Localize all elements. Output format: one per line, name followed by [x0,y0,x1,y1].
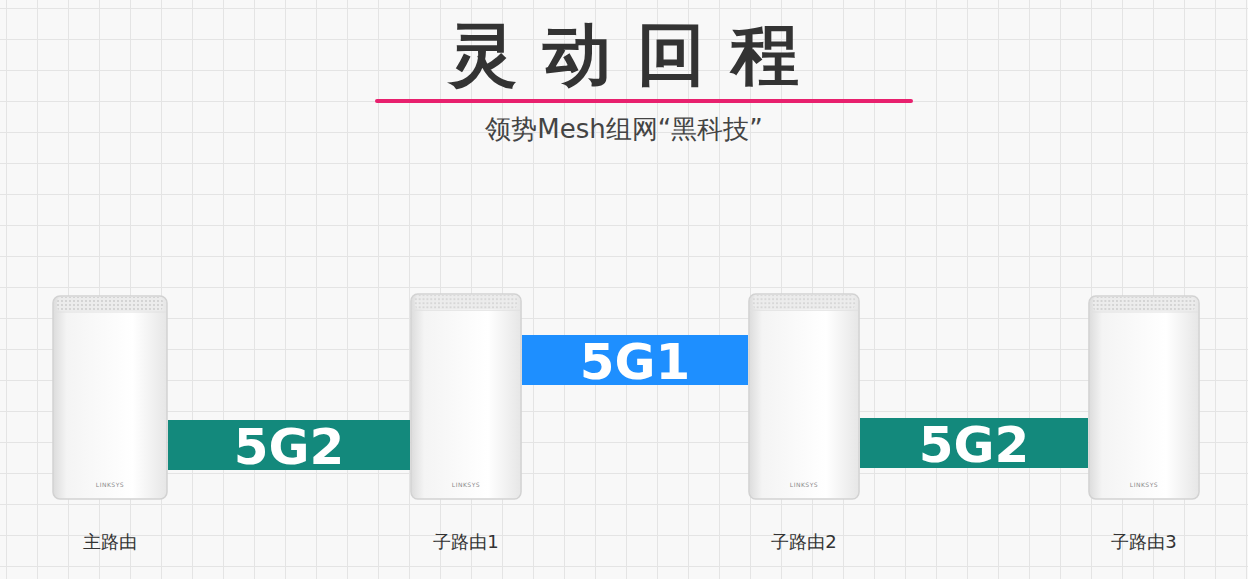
router-label: 主路由 [83,530,137,554]
router-illustration [1088,295,1200,500]
brand-logo: LINKSYS [410,481,522,488]
router-body: LINKSYS [410,293,522,500]
router-label: 子路由2 [771,530,836,554]
subtitle: 领势Mesh组网“黑科技” [0,113,1248,147]
router-node: LINKSYS 子路由1 [410,293,522,570]
brand-logo: LINKSYS [1088,481,1200,488]
brand-logo: LINKSYS [52,481,168,488]
router-label: 子路由3 [1111,530,1176,554]
router-illustration [748,293,860,500]
brand-logo: LINKSYS [748,481,860,488]
router-body: LINKSYS [748,293,860,500]
router-body: LINKSYS [1088,295,1200,500]
router-illustration [410,293,522,500]
band-label: 5G1 [580,337,691,387]
router-node: LINKSYS 子路由2 [748,293,860,570]
router-node: LINKSYS 主路由 [52,295,168,570]
diagram-title: 灵动回程 [0,14,1248,96]
router-node: LINKSYS 子路由3 [1088,295,1200,570]
router-illustration [52,295,168,500]
title-underline [375,99,913,103]
band-label: 5G2 [919,420,1030,470]
router-label: 子路由1 [433,530,498,554]
band-label: 5G2 [234,422,345,472]
router-body: LINKSYS [52,295,168,500]
